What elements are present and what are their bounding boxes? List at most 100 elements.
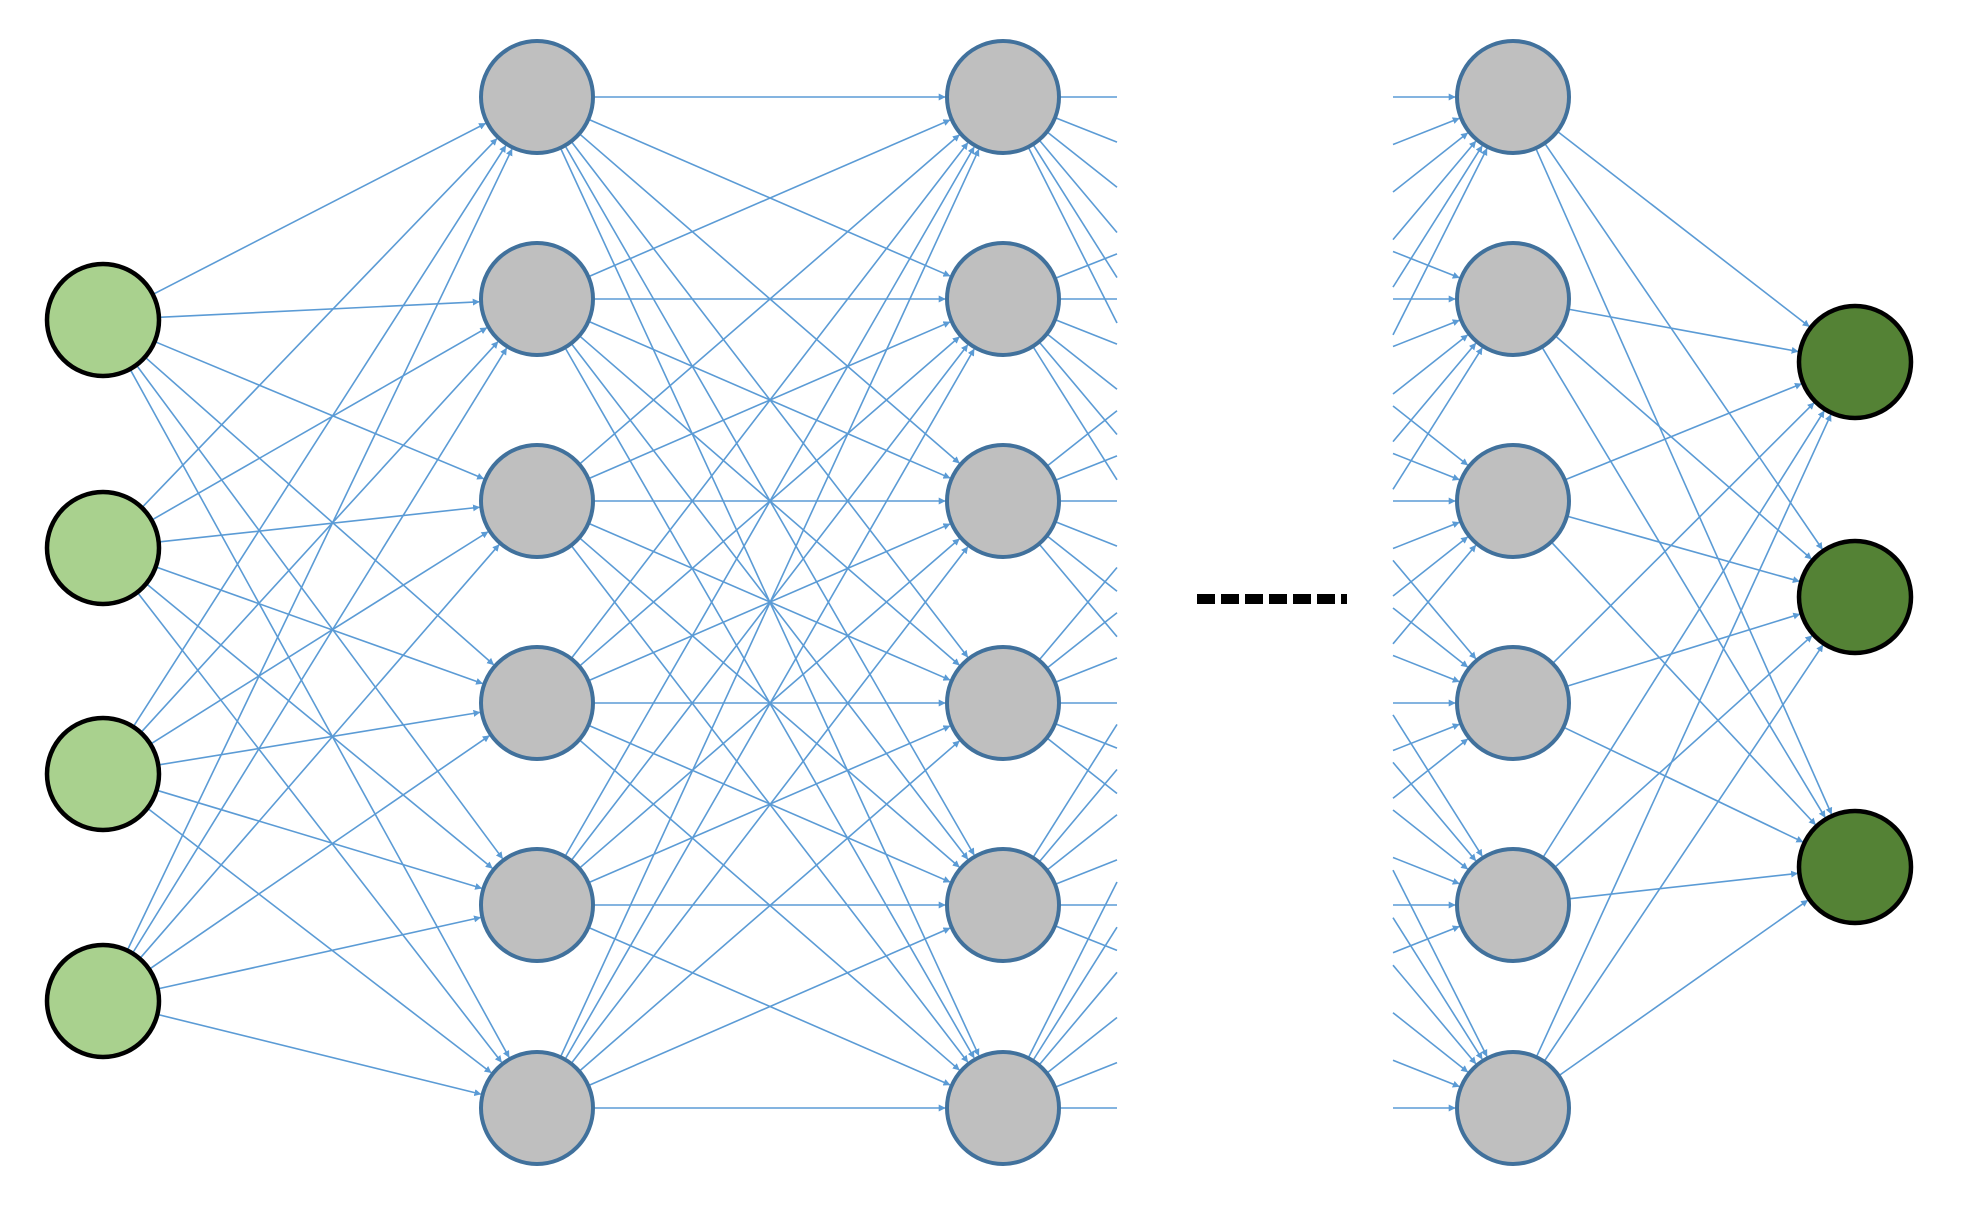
ellipsis-dash bbox=[1341, 594, 1347, 604]
connection-line bbox=[1046, 410, 1118, 467]
connection-line bbox=[1392, 917, 1483, 1060]
ellipsis-dash bbox=[1293, 594, 1311, 604]
connection-line bbox=[1392, 342, 1477, 443]
connection-line bbox=[1550, 541, 1816, 826]
connection-line bbox=[1054, 253, 1118, 280]
connection-line bbox=[1392, 1012, 1469, 1073]
hidden-neuron bbox=[945, 241, 1061, 357]
connection-line bbox=[154, 340, 485, 480]
connection-line bbox=[1392, 1059, 1460, 1088]
connection-line bbox=[588, 927, 951, 1087]
connection-line bbox=[1032, 143, 1118, 279]
connection-line bbox=[1027, 881, 1118, 1059]
connection-line bbox=[145, 582, 493, 869]
hidden-neuron bbox=[945, 847, 1061, 963]
hidden-neuron bbox=[1455, 241, 1571, 357]
connection-line bbox=[1392, 964, 1477, 1065]
connection-line bbox=[1392, 536, 1469, 597]
connection-line bbox=[156, 789, 483, 890]
connection-line bbox=[1542, 410, 1825, 859]
connection-line bbox=[1038, 567, 1118, 661]
input-neuron bbox=[44, 489, 162, 607]
connection-line bbox=[1392, 145, 1483, 288]
connection-line bbox=[1054, 455, 1118, 482]
connections bbox=[126, 93, 1833, 1112]
connection-line bbox=[144, 356, 495, 666]
hidden-neuron bbox=[945, 1050, 1061, 1166]
ellipsis-dash bbox=[1269, 594, 1287, 604]
input-neuron bbox=[44, 261, 162, 379]
connection-line bbox=[1392, 723, 1460, 752]
connection-line bbox=[1566, 612, 1801, 688]
connection-line bbox=[1392, 452, 1460, 481]
connection-line bbox=[1566, 515, 1800, 583]
connection-line bbox=[1054, 520, 1118, 547]
input-neuron bbox=[44, 715, 162, 833]
connection-line bbox=[1054, 859, 1118, 886]
connection-line bbox=[1038, 769, 1118, 863]
connection-line bbox=[1032, 723, 1118, 859]
connection-line bbox=[1392, 148, 1488, 336]
connection-line bbox=[129, 368, 510, 1058]
connection-line bbox=[1046, 737, 1118, 795]
connection-line bbox=[1046, 333, 1118, 390]
connection-line bbox=[1567, 308, 1799, 354]
connection-line bbox=[1046, 535, 1118, 592]
hidden-neuron bbox=[479, 847, 595, 963]
connection-line bbox=[1054, 318, 1118, 345]
connection-line bbox=[1027, 146, 1118, 324]
connection-line bbox=[1032, 926, 1118, 1062]
connection-line bbox=[1054, 722, 1118, 749]
hidden-neuron bbox=[1455, 645, 1571, 761]
connection-line bbox=[1392, 738, 1469, 799]
connection-line bbox=[1392, 761, 1477, 862]
hidden-neuron bbox=[1455, 847, 1571, 963]
connection-line bbox=[1392, 319, 1460, 348]
connection-line bbox=[1568, 870, 1799, 900]
connection-line bbox=[141, 138, 498, 509]
connection-line bbox=[1054, 116, 1118, 143]
connection-line bbox=[157, 1013, 482, 1097]
hidden-neuron bbox=[945, 39, 1061, 155]
connection-line bbox=[157, 915, 482, 990]
connection-line bbox=[1392, 714, 1483, 857]
connection-line bbox=[158, 298, 480, 319]
connection-line bbox=[1556, 130, 1810, 328]
connection-line bbox=[1392, 654, 1460, 683]
hidden-neuron bbox=[1455, 39, 1571, 155]
connection-line bbox=[1046, 814, 1118, 871]
connection-line bbox=[1564, 382, 1802, 481]
connection-line bbox=[1392, 140, 1477, 241]
connection-line bbox=[1392, 250, 1460, 279]
hidden-neuron bbox=[945, 443, 1061, 559]
hidden-neuron bbox=[1455, 443, 1571, 559]
connection-line bbox=[578, 740, 960, 1072]
hidden-neuron bbox=[479, 443, 595, 559]
connection-line bbox=[1554, 635, 1813, 869]
connection-line bbox=[1392, 559, 1477, 660]
connection-line bbox=[1038, 971, 1118, 1066]
hidden-neuron bbox=[945, 645, 1061, 761]
connection-line bbox=[132, 145, 507, 728]
connection-line bbox=[1038, 543, 1118, 638]
connection-line bbox=[1392, 544, 1477, 645]
connection-line bbox=[1392, 347, 1483, 490]
connection-line bbox=[158, 504, 481, 543]
connection-line bbox=[152, 122, 487, 296]
connection-line bbox=[1392, 405, 1469, 466]
hidden-neuron bbox=[1455, 1050, 1571, 1166]
connection-line bbox=[1046, 612, 1118, 669]
connection-line bbox=[146, 807, 492, 1074]
output-neuron bbox=[1796, 538, 1914, 656]
connection-line bbox=[588, 119, 951, 278]
ellipsis-dash bbox=[1221, 594, 1239, 604]
hidden-neuron bbox=[479, 241, 595, 357]
connection-line bbox=[1535, 414, 1832, 1058]
connection-line bbox=[1392, 521, 1460, 550]
ellipsis bbox=[1197, 594, 1347, 604]
connection-line bbox=[1554, 335, 1812, 560]
connection-line bbox=[1054, 657, 1118, 684]
connection-line bbox=[139, 544, 500, 960]
